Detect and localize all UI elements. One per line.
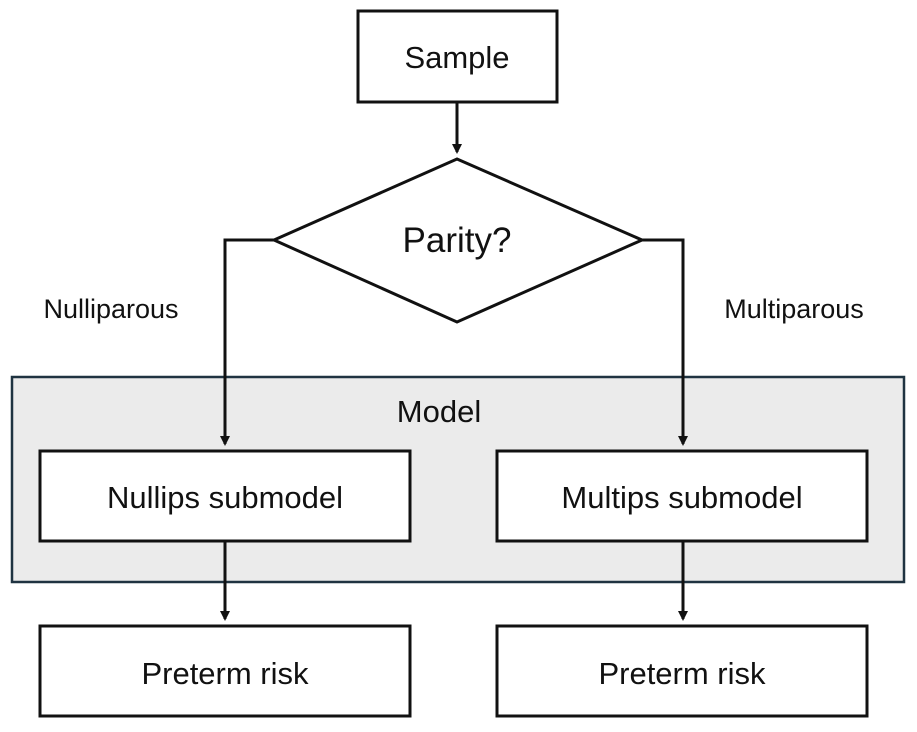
nullips-preterm-risk-node [38,624,412,718]
nullips-submodel-node [38,449,412,543]
multips-submodel-node [495,449,869,543]
multips-preterm-risk-node [495,624,869,718]
nulliparous-branch-label: Nulliparous [43,294,178,324]
sample-node [356,9,559,104]
nulliparous-branch-arrow [220,238,274,446]
multips-submodel-label: Multips submodel [561,480,802,515]
multiparous-branch-label: Multiparous [724,294,864,324]
nullips-preterm-risk-label: Preterm risk [141,656,309,691]
multiparous-branch-arrow [642,238,688,446]
parity-decision-node [270,157,646,324]
parity-label: Parity? [403,221,512,260]
multips-preterm-risk-label: Preterm risk [598,656,766,691]
model-group-label: Model [397,394,481,429]
sample-label: Sample [404,40,509,75]
nullips-submodel-label: Nullips submodel [107,480,343,515]
